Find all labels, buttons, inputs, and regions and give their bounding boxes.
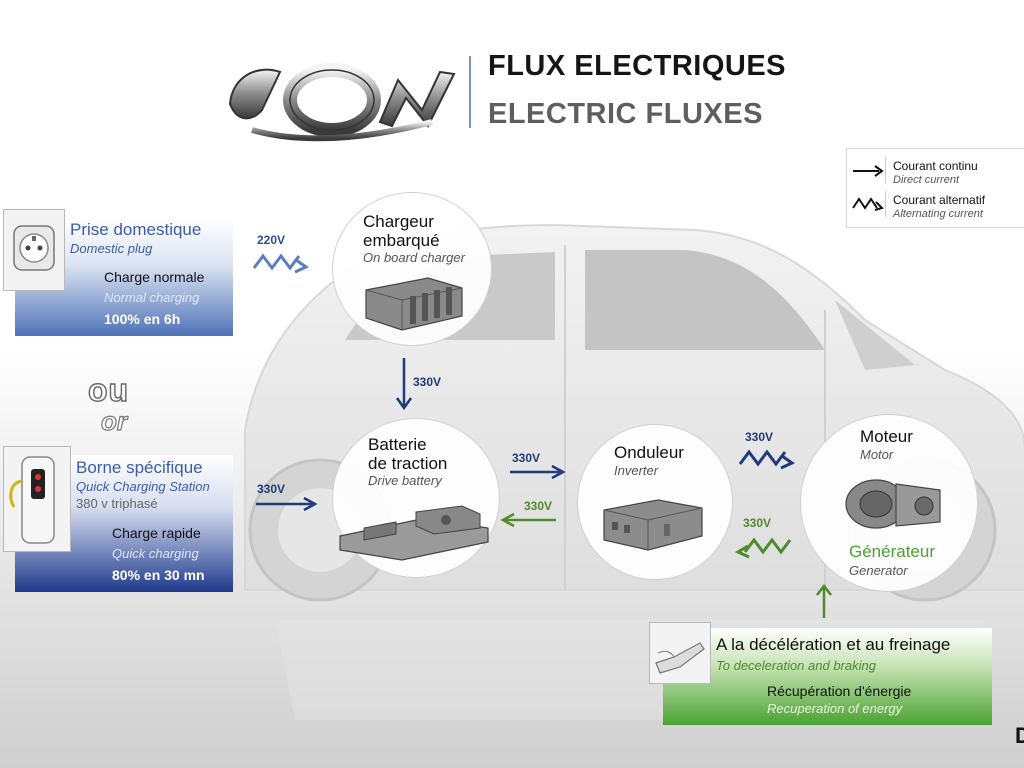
station-duration: 80% en 30 mn: [112, 567, 205, 583]
recovery-panel: [663, 628, 992, 725]
ac-arrow-to-charger-icon: [252, 253, 310, 274]
recovery-title-fr: A la décélération et au freinage: [716, 635, 951, 654]
battery-title-fr-1: Batterie: [368, 435, 427, 454]
title-en: ELECTRIC FLUXES: [488, 98, 763, 130]
separator-ou: ou: [87, 371, 130, 408]
domestic-title-fr: Prise domestique: [70, 220, 202, 239]
inverter-title-en: Inverter: [614, 463, 659, 478]
charger-title-fr-1: Chargeur: [363, 212, 434, 231]
legend-alt-row: Courant alternatif Alternating current: [847, 189, 1024, 223]
direct-current-arrow-icon: [853, 165, 884, 177]
title-fr: FLUX ELECTRIQUES: [488, 50, 787, 82]
brake-pedal-icon: [655, 642, 705, 674]
voltage-330-to-inverter-label: 330V: [512, 451, 541, 465]
battery-title-en: Drive battery: [368, 473, 442, 488]
voltage-330-from-motor-label: 330V: [743, 516, 772, 530]
voltage-220-label: 220V: [257, 233, 286, 247]
station-title-en: Quick Charging Station: [76, 479, 210, 494]
recovery-title-en: To deceleration and braking: [716, 658, 876, 673]
ac-arrow-to-motor-icon: [738, 449, 796, 470]
generator-title-en: Generator: [849, 563, 908, 578]
legend-direct-fr: Courant continu: [893, 159, 978, 173]
legend-direct-row: Courant continu Direct current: [847, 155, 1024, 189]
dc-arrow-to-battery-green-icon: [500, 512, 556, 528]
domestic-duration: 100% en 6h: [104, 311, 181, 327]
inverter-unit-image: [603, 499, 703, 551]
voltage-330-to-motor-label: 330V: [745, 430, 774, 444]
legend-alt-fr: Courant alternatif: [893, 193, 986, 207]
title-divider: [469, 56, 471, 128]
station-mode-fr: Charge rapide: [112, 525, 201, 541]
voltage-330-down-label: 330V: [413, 375, 442, 389]
battery-pack-image: [339, 505, 489, 561]
recovery-image: [649, 622, 711, 684]
separator-or: or: [100, 405, 127, 436]
recovery-sub-fr: Récupération d'énergie: [767, 683, 912, 699]
charger-circle: [332, 192, 492, 346]
charging-station-icon: [9, 456, 55, 544]
motor-title-en: Motor: [860, 447, 894, 462]
domestic-mode-en: Normal charging: [104, 290, 200, 305]
legend-separator: [885, 157, 886, 183]
domestic-mode-fr: Charge normale: [104, 269, 205, 285]
battery-title-fr-2: de traction: [368, 454, 448, 473]
recovery-arrow-up-icon: [816, 584, 832, 618]
motor-unit-image: [845, 479, 941, 529]
domestic-plug-image: [3, 209, 65, 291]
inverter-title-fr: Onduleur: [614, 443, 684, 462]
legend-separator: [885, 191, 886, 217]
dc-arrow-to-battery-icon: [256, 496, 318, 512]
charger-title-fr-2: embarqué: [363, 231, 440, 250]
dc-arrow-to-inverter-icon: [510, 464, 566, 480]
charger-unit-image: [365, 277, 463, 331]
generator-title-fr: Générateur: [849, 542, 935, 561]
legend: Courant continu Direct current Courant a…: [846, 148, 1024, 228]
ac-arrow-from-motor-icon: [734, 537, 792, 559]
brand-mark: D: [1015, 723, 1024, 748]
recovery-sub-en: Recuperation of energy: [767, 701, 903, 716]
charger-title-en: On board charger: [363, 250, 465, 265]
legend-direct-en: Direct current: [893, 174, 960, 186]
legend-alt-en: Alternating current: [893, 208, 983, 220]
dc-arrow-down-icon: [395, 358, 413, 411]
station-spec: 380 v triphasé: [76, 496, 158, 511]
station-mode-en: Quick charging: [112, 546, 199, 561]
alternating-current-arrow-icon: [852, 197, 884, 211]
voltage-330-to-battery-label: 330V: [524, 499, 553, 513]
domestic-title-en: Domestic plug: [70, 241, 153, 256]
voltage-330-station-label: 330V: [257, 482, 286, 496]
station-title-fr: Borne spécifique: [76, 458, 203, 477]
ion-logo: [228, 63, 456, 142]
power-socket-icon: [13, 225, 55, 271]
charging-station-image: [3, 446, 71, 552]
motor-title-fr: Moteur: [860, 427, 913, 446]
